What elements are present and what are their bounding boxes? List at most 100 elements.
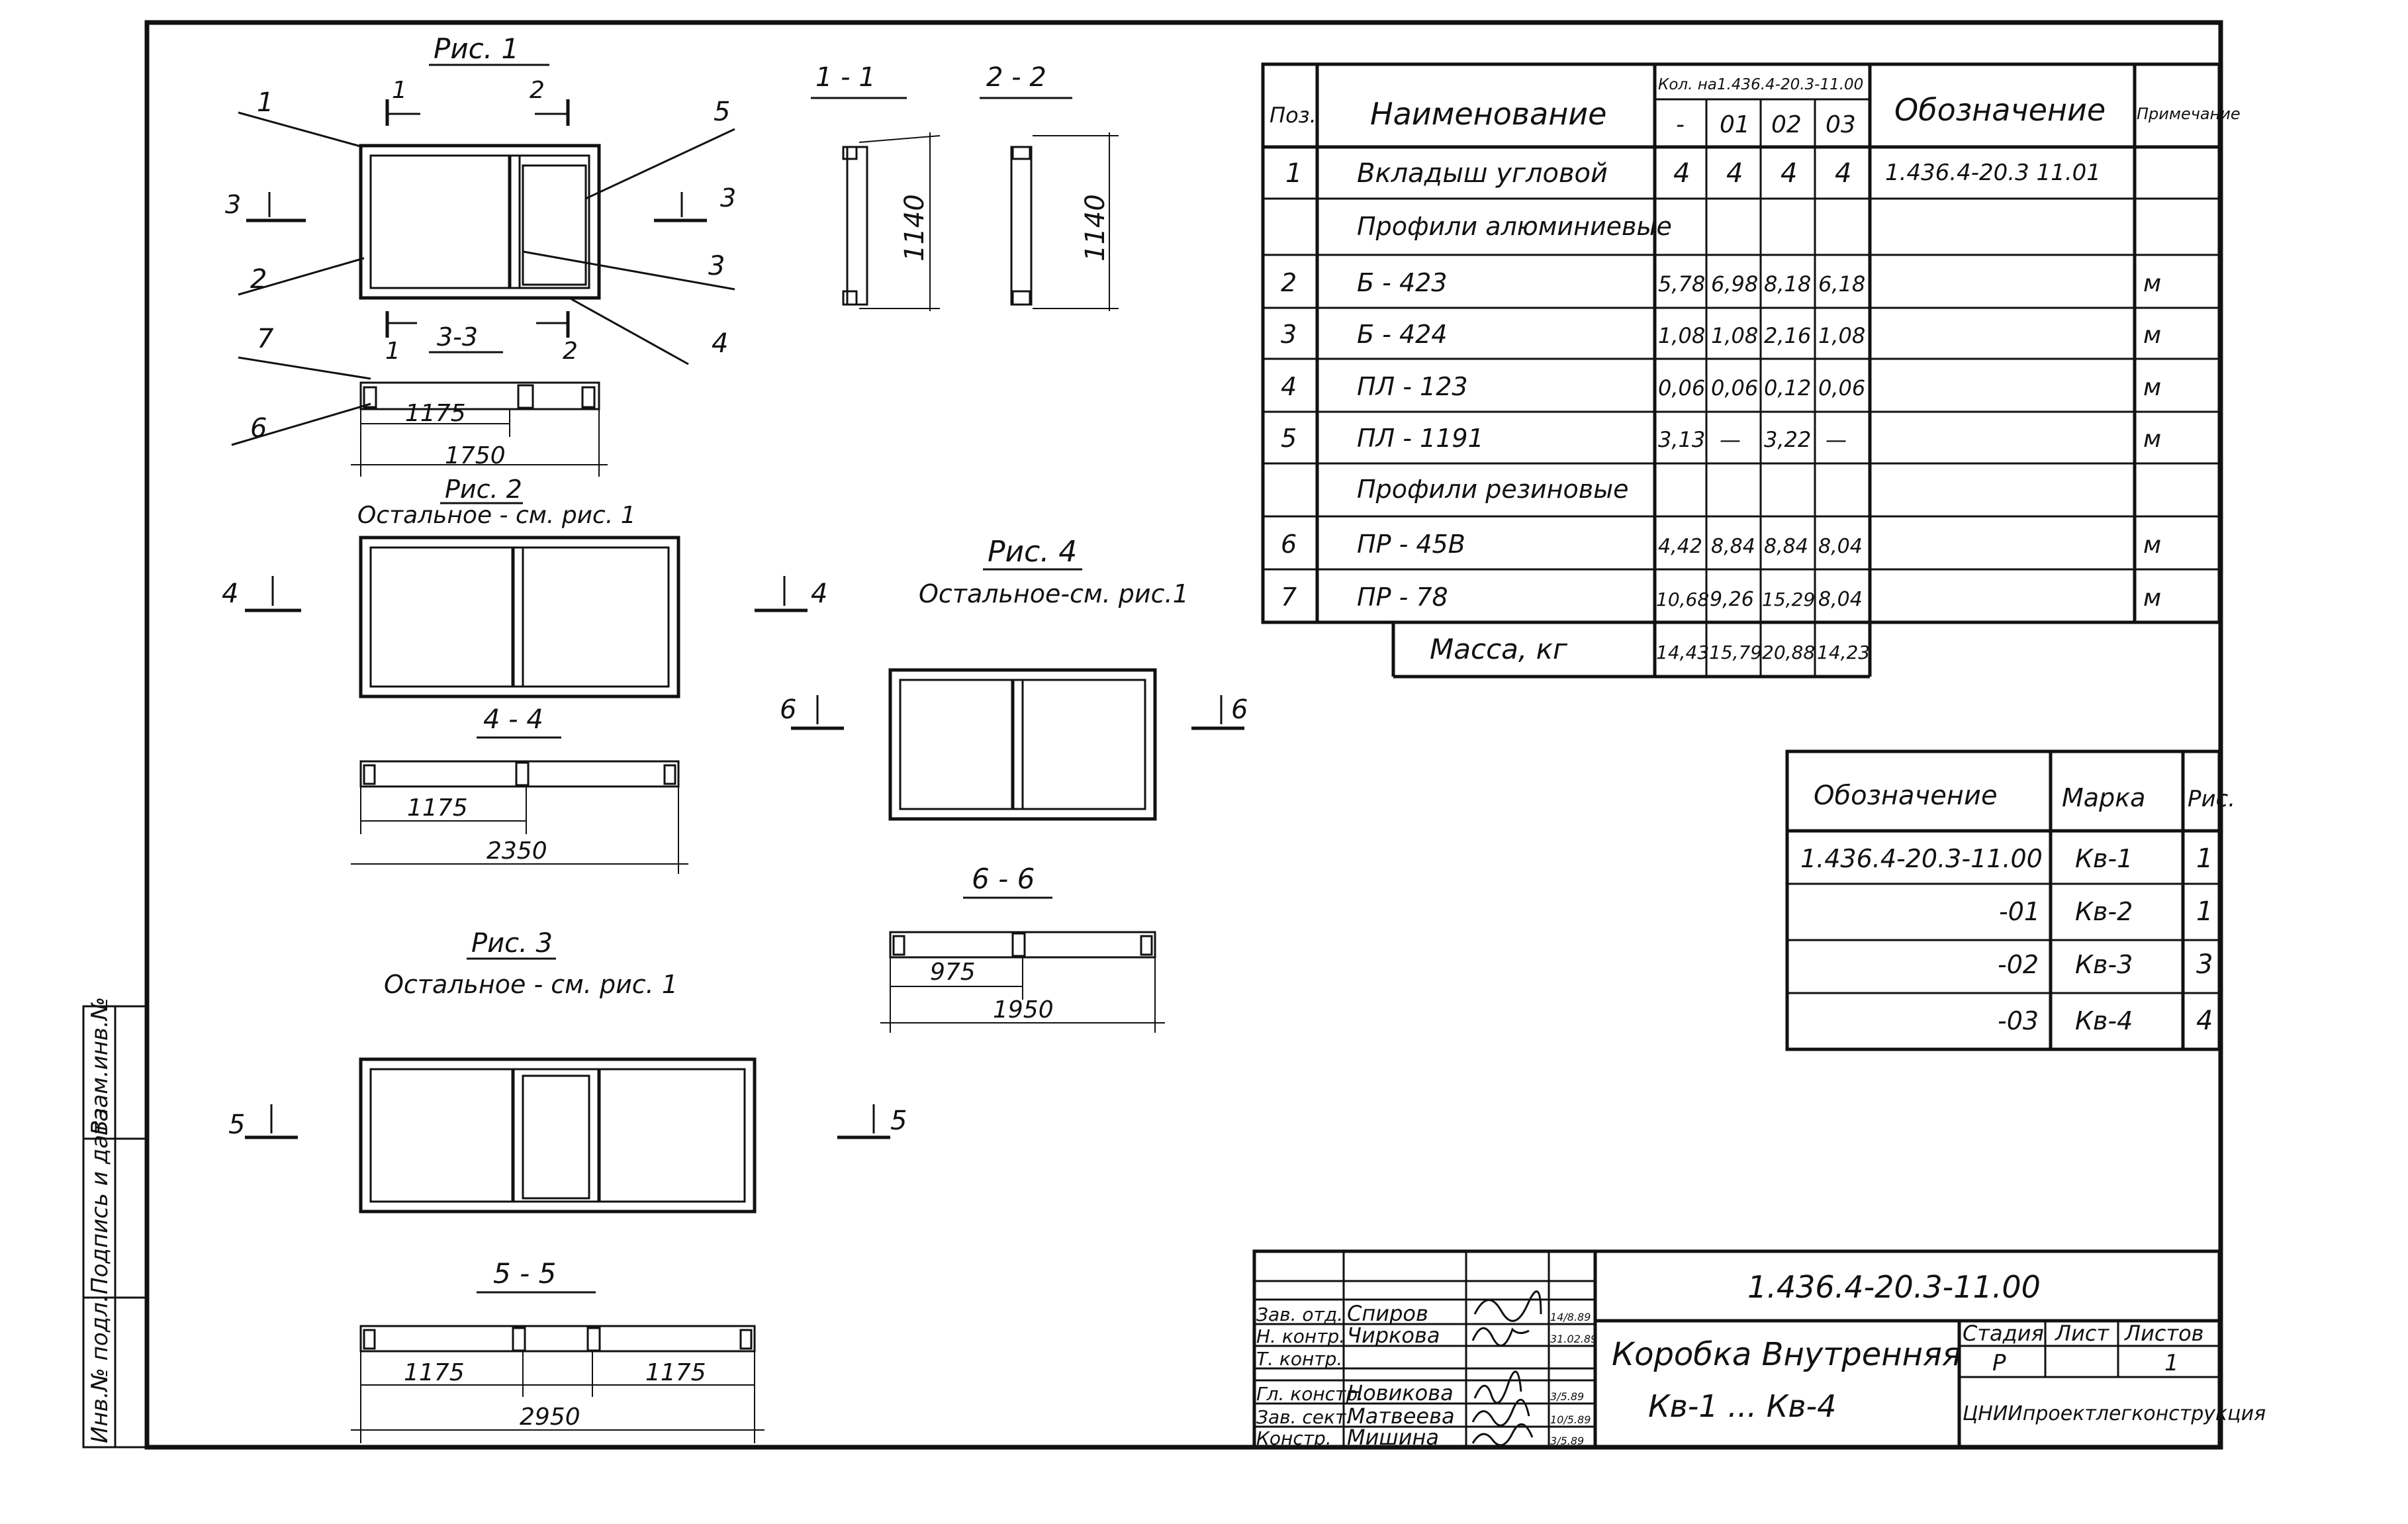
dim-3-3-inner: 1175 xyxy=(405,400,466,427)
marks-r2-des: -01 xyxy=(1999,897,2040,926)
cut-3-left: 3 xyxy=(225,190,241,219)
spec-r3-note: м xyxy=(2143,270,2161,297)
figure-3: Рис. 3 Остальное - см. рис. 1 5 5 5 - 5 … xyxy=(228,928,907,1443)
dim-5-5-left: 1175 xyxy=(404,1359,465,1386)
spec-hdr-q2: 02 xyxy=(1771,111,1802,138)
spec-r6-q3: — xyxy=(1826,427,1847,452)
signature-3 xyxy=(1473,1370,1522,1404)
marks-table: Обозначение Марка Рис. 1.436.4-20.3-11.0… xyxy=(1785,749,2235,1051)
marks-r2-mark: Кв-2 xyxy=(2075,897,2133,926)
tb-name-glkonstr: Новикова xyxy=(1347,1380,1454,1405)
marks-r3-fig: 3 xyxy=(2196,949,2213,980)
cut-2-bottom: 2 xyxy=(563,338,578,365)
spec-hdr-qty-group: Кол. на1.436.4-20.3-11.00 xyxy=(1658,76,1863,93)
section-2-2-title: 2 - 2 xyxy=(986,62,1046,93)
tb-date-ncontr: 31.02.89 xyxy=(1550,1333,1597,1345)
section-4-4-title: 4 - 4 xyxy=(483,704,543,735)
marks-hdr-fig: Рис. xyxy=(2188,786,2235,812)
marks-r3-mark: Кв-3 xyxy=(2075,950,2133,979)
section-1-1-dim: 1140 xyxy=(900,194,930,262)
tb-sheets-value: 1 xyxy=(2164,1350,2179,1376)
title-block: Зав. отд. Спиров 14/8.89 Н. контр. Чирко… xyxy=(1252,1249,2266,1450)
fig3-frame xyxy=(359,1057,757,1214)
spec-r4-q1: 1,08 xyxy=(1711,323,1758,348)
tb-sheets-label: Листов xyxy=(2124,1321,2204,1346)
marks-r1-fig: 1 xyxy=(2196,843,2213,874)
spec-r9-q1: 9,26 xyxy=(1710,588,1754,611)
spec-r1-des: 1.436.4-20.3 11.01 xyxy=(1885,160,2101,186)
spec-mass-q3: 14,23 xyxy=(1817,642,1870,663)
marks-r4-mark: Кв-4 xyxy=(2075,1006,2133,1035)
spec-r9-q2: 15,29 xyxy=(1762,589,1815,610)
spec-r6-name: ПЛ - 1191 xyxy=(1357,424,1484,453)
spec-r9-note: м xyxy=(2143,585,2161,612)
spec-r8-pos: 6 xyxy=(1281,530,1297,559)
fig1-title: Рис. 1 xyxy=(434,32,519,65)
fig4-note: Остальное-см. рис.1 xyxy=(919,579,1189,608)
section-3-3-title: 3-3 xyxy=(437,322,478,352)
dim-4-4-inner: 1175 xyxy=(407,794,468,822)
spec-hdr-q1: 01 xyxy=(1720,111,1750,138)
fig4-frame xyxy=(888,668,1157,821)
spec-r3-name: Б - 423 xyxy=(1357,268,1447,297)
spec-r6-note: м xyxy=(2143,426,2161,453)
spec-r8-name: ПР - 45В xyxy=(1357,530,1465,559)
spec-r5-q0: 0,06 xyxy=(1658,375,1705,401)
tb-stage-label: Стадия xyxy=(1963,1321,2044,1346)
fig1-frame xyxy=(359,144,601,300)
spec-r4-q3: 1,08 xyxy=(1818,323,1865,348)
cut-2-top: 2 xyxy=(530,77,545,104)
side-stamp-signature: Подпись и дата xyxy=(87,1108,113,1294)
tb-role-head: Зав. отд. xyxy=(1256,1304,1343,1325)
dim-6-6-total: 1950 xyxy=(993,996,1054,1024)
spec-r9-name: ПР - 78 xyxy=(1357,583,1448,612)
spec-r9-q0: 10,68 xyxy=(1656,589,1709,610)
callout-2: 2 xyxy=(250,264,267,295)
spec-hdr-q0: - xyxy=(1676,111,1685,138)
tb-role-glkonstr: Гл. констр. xyxy=(1256,1383,1364,1405)
callout-3: 3 xyxy=(708,251,725,281)
spec-r8-note: м xyxy=(2143,532,2161,559)
marks-r1-des: 1.436.4-20.3-11.00 xyxy=(1800,844,2043,873)
marks-r4-des: -03 xyxy=(1998,1006,2039,1035)
spec-hdr-name: Наименование xyxy=(1370,96,1606,132)
cut-1-top: 1 xyxy=(392,77,407,104)
spec-r8-q1: 8,84 xyxy=(1711,535,1755,558)
signature-2 xyxy=(1471,1327,1530,1347)
tb-role-zavsect: Зав. сект. xyxy=(1256,1406,1352,1428)
dim-6-6-inner: 975 xyxy=(930,959,976,986)
cut-1-bottom: 1 xyxy=(385,338,400,365)
spec-mass-q0: 14,43 xyxy=(1656,642,1709,663)
spec-hdr-designation: Обозначение xyxy=(1894,92,2106,128)
marks-hdr-mark: Марка xyxy=(2062,783,2145,812)
spec-r6-q1: — xyxy=(1720,427,1741,452)
callout-1: 1 xyxy=(257,87,273,118)
marks-hdr-designation: Обозначение xyxy=(1814,781,1998,811)
section-2-2-dim: 1140 xyxy=(1080,194,1111,262)
callout-5: 5 xyxy=(714,97,730,127)
spec-r3-q0: 5,78 xyxy=(1658,271,1705,297)
fig2-note: Остальное - см. рис. 1 xyxy=(357,502,636,529)
section-1-1-title: 1 - 1 xyxy=(815,62,876,93)
spec-r3-q2: 8,18 xyxy=(1764,271,1811,297)
spec-r3-q3: 6,18 xyxy=(1818,271,1865,297)
spec-mass-q2: 20,88 xyxy=(1762,642,1815,663)
spec-r1-q3: 4 xyxy=(1835,158,1851,189)
spec-r8-q0: 4,42 xyxy=(1658,535,1702,558)
spec-r5-pos: 4 xyxy=(1281,372,1297,401)
tb-name-ncontr: Чиркова xyxy=(1347,1323,1440,1348)
spec-r1-q2: 4 xyxy=(1781,158,1797,189)
tb-name-zavsect: Матвеева xyxy=(1347,1404,1455,1429)
fig3-cut-left: 5 xyxy=(228,1110,245,1140)
spec-mass-q1: 15,79 xyxy=(1709,642,1762,663)
marks-r4-fig: 4 xyxy=(2196,1006,2213,1036)
tb-title-line1: Коробка Внутренняя xyxy=(1612,1336,1961,1373)
tb-role-tcontr: Т. контр. xyxy=(1256,1348,1342,1370)
dim-5-5-total: 2950 xyxy=(520,1404,580,1431)
tb-name-konstr: Мишина xyxy=(1347,1425,1439,1450)
tb-org: ЦНИИпроектлегконструкция xyxy=(1963,1402,2266,1425)
fig2-title: Рис. 2 xyxy=(445,475,522,504)
spec-hdr-q3: 03 xyxy=(1826,111,1856,138)
section-5-5-title: 5 - 5 xyxy=(493,1257,556,1290)
